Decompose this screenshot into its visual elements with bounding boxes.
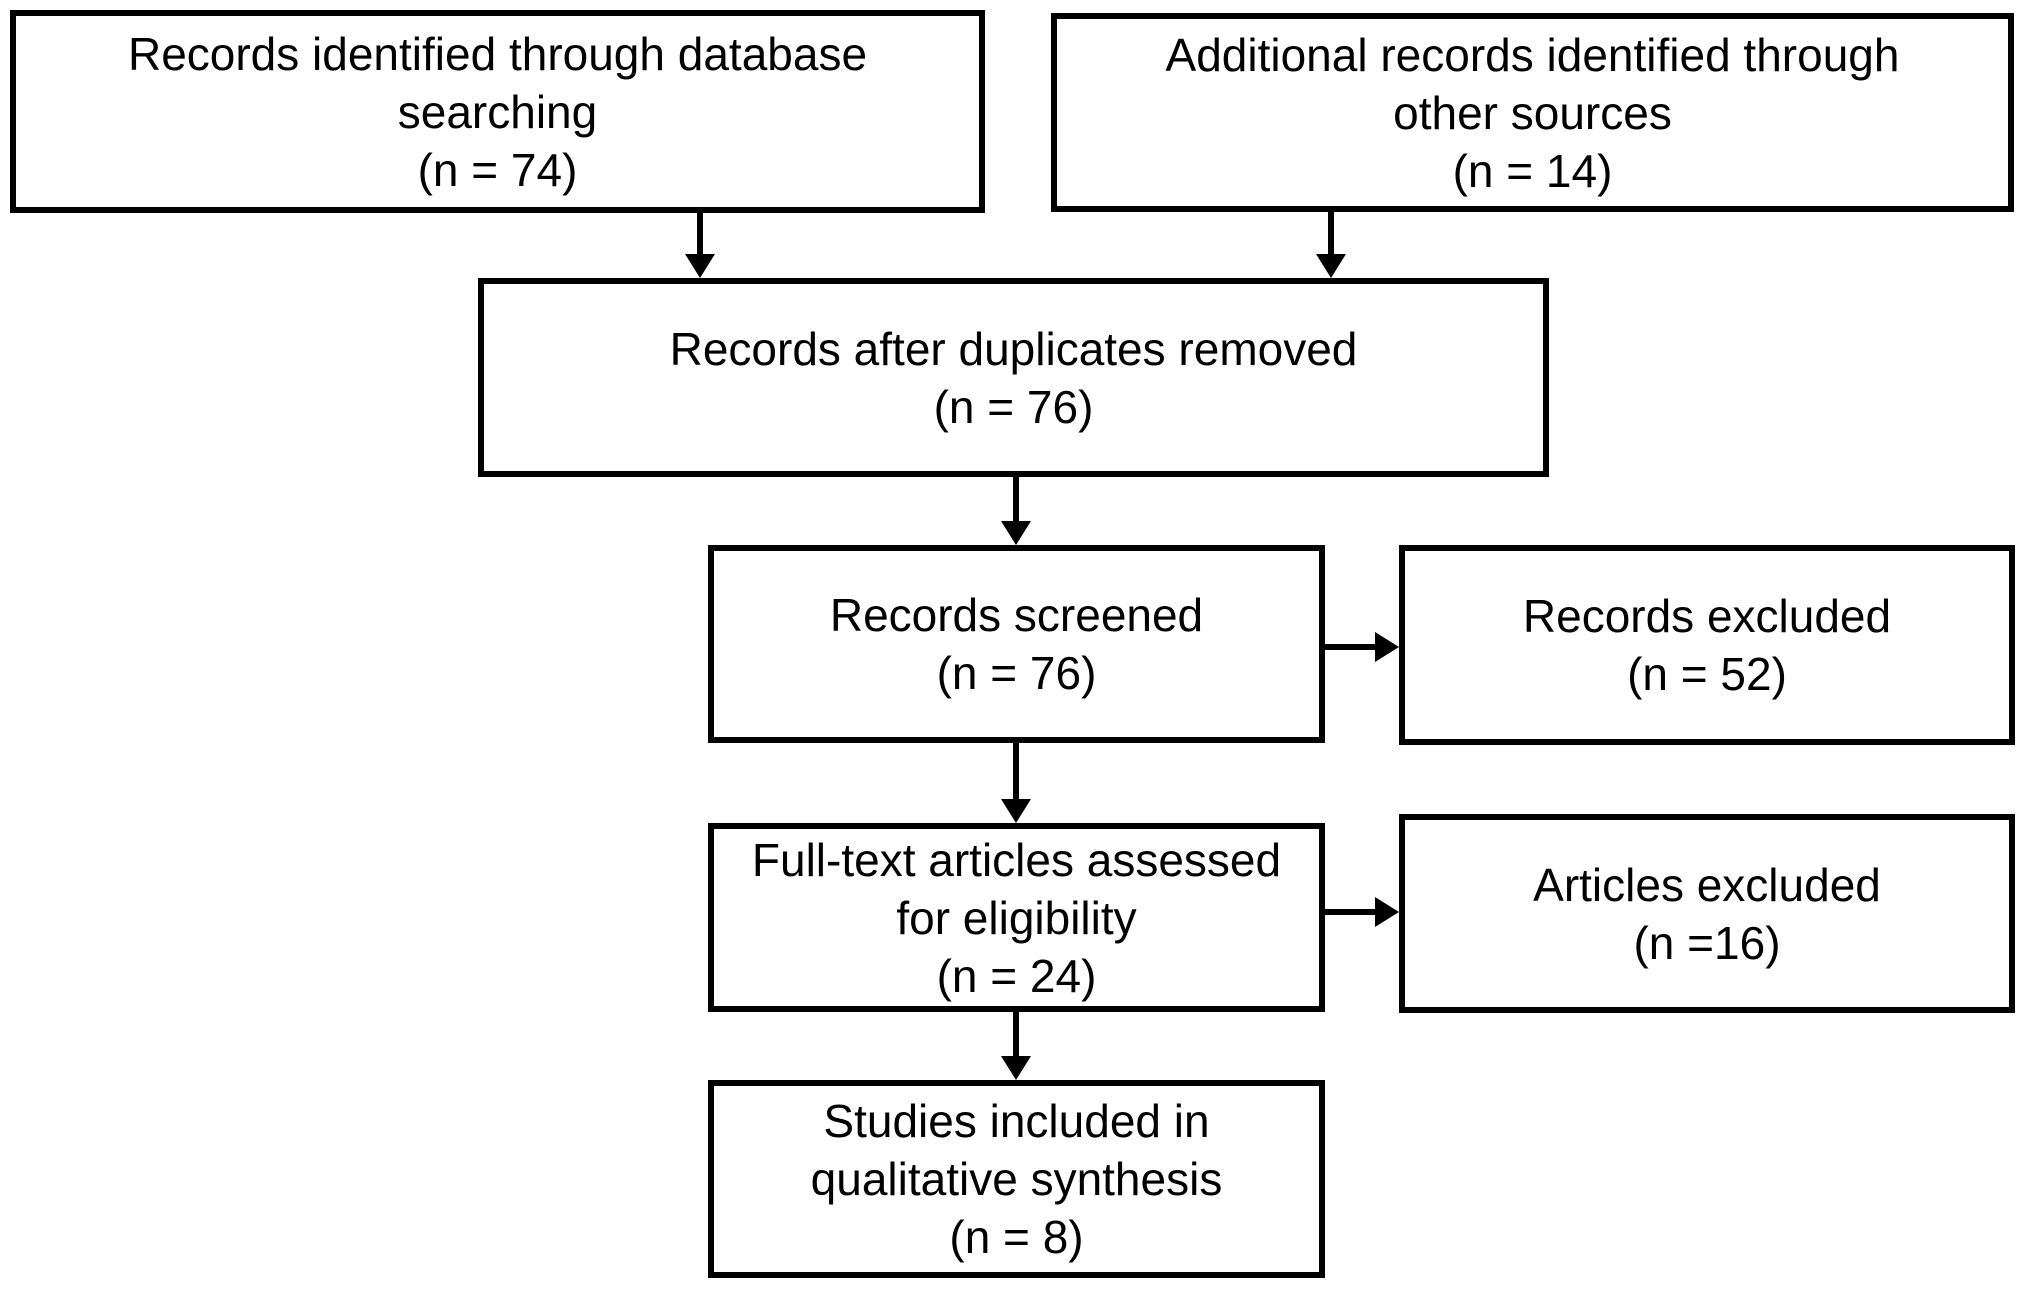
box-text-line: Records excluded bbox=[1522, 590, 1892, 642]
box-text-line: Additional records identified through bbox=[1165, 28, 1900, 81]
box-count-line: (n = 76) bbox=[933, 380, 1094, 433]
box-records-excluded: Records excluded (n = 52) bbox=[1399, 545, 2015, 745]
arrow-down-icon bbox=[1001, 1056, 1031, 1080]
box-text-line: Records screened bbox=[829, 589, 1204, 641]
box-articles-excluded: Articles excluded (n =16) bbox=[1399, 814, 2015, 1013]
arrow-stem bbox=[1013, 743, 1019, 799]
box-text-line: Studies included in bbox=[823, 1095, 1210, 1147]
arrow-down-icon bbox=[685, 254, 715, 278]
box-text-line: Records after duplicates removed bbox=[669, 322, 1358, 375]
arrow-right-icon bbox=[1375, 632, 1399, 662]
box-count-line: (n =16) bbox=[1633, 916, 1781, 969]
box-count-line: (n = 52) bbox=[1627, 648, 1787, 700]
box-count-line: (n = 24) bbox=[936, 949, 1097, 1002]
box-studies-included: Studies included in qualitative synthesi… bbox=[708, 1080, 1325, 1278]
box-text-line: Articles excluded bbox=[1533, 858, 1881, 911]
box-records-screened: Records screened (n = 76) bbox=[708, 545, 1325, 743]
box-text-line: searching bbox=[397, 85, 598, 138]
arrow-stem bbox=[1013, 1012, 1019, 1056]
box-text-line: Full-text articles assessed bbox=[751, 833, 1282, 886]
arrow-stem bbox=[1013, 477, 1019, 521]
box-text-line: other sources bbox=[1393, 86, 1672, 139]
arrow-stem bbox=[1325, 644, 1375, 650]
arrow-stem bbox=[1325, 909, 1375, 915]
arrow-down-icon bbox=[1001, 799, 1031, 823]
arrow-stem bbox=[1328, 212, 1334, 254]
box-records-after-duplicates: Records after duplicates removed (n = 76… bbox=[478, 278, 1549, 477]
arrow-right-icon bbox=[1375, 897, 1399, 927]
box-additional-records: Additional records identified through ot… bbox=[1051, 13, 2014, 212]
box-count-line: (n = 14) bbox=[1452, 144, 1613, 197]
arrow-down-icon bbox=[1316, 254, 1346, 278]
arrow-stem bbox=[697, 213, 703, 254]
box-text-line: for eligibility bbox=[896, 891, 1137, 944]
box-records-identified: Records identified through database sear… bbox=[10, 10, 985, 213]
box-count-line: (n = 76) bbox=[936, 647, 1097, 699]
box-text-line: qualitative synthesis bbox=[810, 1153, 1223, 1205]
box-full-text-assessed: Full-text articles assessed for eligibil… bbox=[708, 823, 1325, 1012]
box-count-line: (n = 8) bbox=[949, 1211, 1084, 1263]
box-count-line: (n = 74) bbox=[417, 143, 578, 196]
arrow-down-icon bbox=[1001, 521, 1031, 545]
box-text-line: Records identified through database bbox=[127, 27, 868, 80]
